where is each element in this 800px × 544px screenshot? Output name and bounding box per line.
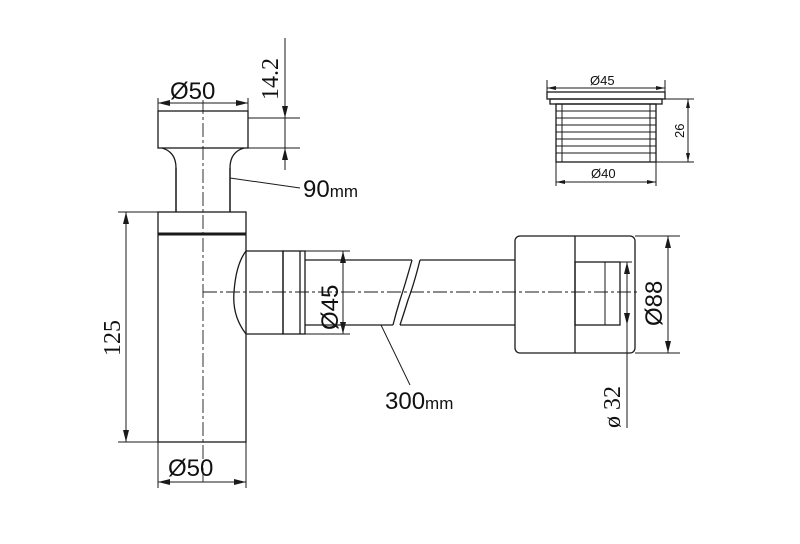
stem-length-leader xyxy=(229,177,301,189)
pipe-length-leader xyxy=(380,324,411,386)
outlet-elbow xyxy=(233,250,284,335)
flange-diameter-label: Ø88 xyxy=(641,281,668,326)
stem-length-value: 90 xyxy=(303,176,330,203)
pipe-length-label: 300mm xyxy=(385,388,453,415)
flange-dim-arrow-top xyxy=(665,236,671,248)
bore-dim-arrow-top xyxy=(624,262,630,274)
wall-pipe-bore xyxy=(574,261,621,326)
body-height-arrow-bottom xyxy=(123,430,129,442)
detail-flange-lip xyxy=(549,98,663,105)
cap-neck xyxy=(161,147,245,212)
horizontal-pipe-left xyxy=(305,259,412,326)
stem-length-unit: mm xyxy=(330,182,358,201)
detail-top-diameter-label: Ø45 xyxy=(590,73,615,88)
detail-top-arrow-right xyxy=(656,86,665,90)
body-dim-arrow-left xyxy=(158,479,170,485)
detail-top-arrow-left xyxy=(547,86,556,90)
detail-bottom-diameter-label: Ø40 xyxy=(591,166,616,181)
outlet-nut xyxy=(282,250,306,335)
cap-dim-arrow-left xyxy=(158,100,170,106)
detail-bottom-arrow-right xyxy=(647,180,656,184)
bore-diameter-label: ø 32 xyxy=(600,386,626,428)
bottle-body xyxy=(157,211,247,443)
pipe-length-unit: mm xyxy=(425,394,453,413)
outlet-dim-arrow-bottom xyxy=(340,322,346,334)
detail-threaded-body xyxy=(555,103,657,163)
cap-diameter-label: Ø50 xyxy=(170,78,215,105)
pipe-length-value: 300 xyxy=(385,388,425,415)
dimensions: Ø50 14.2 90mm 125 Ø50 Ø45 xyxy=(100,38,680,488)
stem-length-label: 90mm xyxy=(303,176,358,203)
body-dim-arrow-right xyxy=(234,479,246,485)
cap-dim-arrow-right xyxy=(236,100,248,106)
pipe-break xyxy=(392,259,421,326)
detail-height-arrow-bottom xyxy=(686,153,690,162)
cap-height-arrow-top xyxy=(282,106,288,118)
outlet-diameter-label: Ø45 xyxy=(317,285,344,330)
horizontal-pipe-right xyxy=(400,259,515,326)
thread-detail: Ø45 Ø40 26 xyxy=(546,73,694,186)
cap-height-arrow-bottom xyxy=(282,148,288,160)
body-height-arrow-top xyxy=(123,212,129,224)
detail-flange-top xyxy=(546,91,666,100)
bottle-trap-assembly xyxy=(157,100,640,482)
detail-height-arrow-top xyxy=(686,99,690,108)
flange-dim-arrow-bottom xyxy=(665,341,671,353)
detail-bottom-arrow-left xyxy=(556,180,565,184)
detail-thread-lines xyxy=(556,110,656,154)
body-height-label: 125 xyxy=(100,320,126,356)
bore-dim-arrow-bottom xyxy=(624,313,630,325)
cap-height-label: 14.2 xyxy=(258,58,284,100)
outlet-dim-arrow-top xyxy=(340,251,346,263)
detail-height-label: 26 xyxy=(672,124,687,138)
body-diameter-label: Ø50 xyxy=(168,455,213,482)
